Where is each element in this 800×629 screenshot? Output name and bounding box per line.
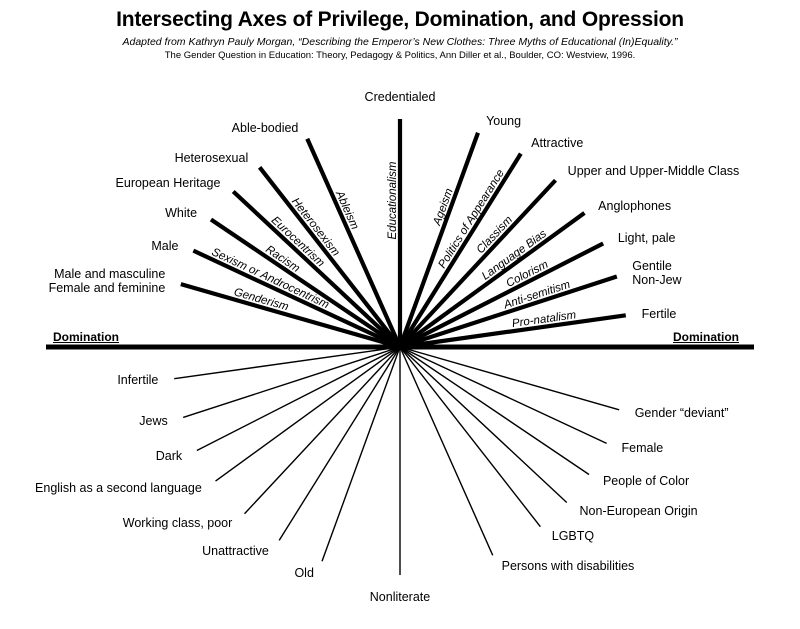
ray-oppressed-sexism-or-androcentrism [399,346,607,444]
ray-oppressed-colorism [196,346,401,452]
label-oppressed-colorism: Dark [156,449,182,463]
ray-oppressed-politics-of-appearance [278,346,401,541]
label-line: Attractive [531,136,584,151]
label-line: Young [486,114,522,129]
label-oppressed-ableism: Persons with disabilities [502,559,635,573]
ray-privileged-sexism-or-androcentrism [192,248,401,349]
label-privileged-sexism-or-androcentrism: Male [151,239,178,253]
label-oppressed-racism: People of Color [603,474,689,488]
label-privileged-racism: White [165,206,197,220]
label-privileged-colorism: Light, pale [618,231,676,245]
label-oppressed-pro-natalism: Infertile [117,373,158,387]
label-privileged-pro-natalism: Fertile [642,307,677,321]
label-privileged-politics-of-appearance: Attractive [531,136,583,150]
label-line: LGBTQ [551,529,595,544]
label-line: Jews [139,414,168,429]
label-oppressed-anti-semitism: Jews [139,414,167,428]
label-oppressed-classism: Working class, poor [123,516,233,530]
label-oppressed-ageism: Old [294,566,313,580]
label-privileged-ageism: Young [486,114,521,128]
label-line: Non-European Origin [579,503,698,518]
ray-privileged-language-bias [398,211,586,349]
label-oppressed-heterosexism: LGBTQ [552,529,594,543]
domination-label-left: Domination [53,330,119,344]
label-line: Non-Jew [632,272,682,287]
label-line: Old [294,565,314,580]
label-oppressed-language-bias: English as a second language [35,481,202,495]
label-privileged-ableism: Able-bodied [232,121,299,135]
label-line: Upper and Upper-Middle Class [567,164,740,179]
label-line: Infertile [117,373,159,388]
ray-privileged-heterosexism [257,166,402,349]
page-title: Intersecting Axes of Privilege, Dominati… [116,8,684,31]
label-oppressed-sexism-or-androcentrism: Female [622,441,664,455]
label-oppressed-eurocentrism: Non-European Origin [580,504,698,518]
label-line: Nonliterate [369,590,431,604]
label-line: Female [621,441,664,456]
ray-privileged-ableism [305,137,402,348]
label-oppressed-educationalism: Nonliterate [370,590,430,604]
ray-privileged-pro-natalism [399,313,627,350]
label-oppressed-politics-of-appearance: Unattractive [202,544,269,558]
ray-oppressed-anti-semitism [182,346,401,419]
ray-oppressed-ableism [399,346,494,556]
label-privileged-eurocentrism: European Heritage [116,176,221,190]
ray-privileged-eurocentrism [231,189,402,349]
label-line: Heterosexual [174,150,249,165]
ray-privileged-racism [209,217,402,349]
ray-oppressed-eurocentrism [399,346,568,504]
ray-oppressed-language-bias [215,346,401,482]
label-privileged-educationalism: Credentialed [365,90,436,104]
label-line: European Heritage [115,176,221,191]
subtitle-line-2: The Gender Question in Education: Theory… [164,50,636,61]
ray-privileged-classism [398,178,558,349]
axis-name-educationalism: Educationalism [387,161,399,239]
subtitle-line-1: Adapted from Kathryn Pauly Morgan, “Desc… [122,36,678,48]
ray-oppressed-racism [399,346,590,476]
label-privileged-language-bias: Anglophones [598,199,671,213]
label-line: Able-bodied [231,120,299,135]
ray-privileged-ageism [398,132,480,348]
domination-label-right: Domination [673,330,739,344]
label-oppressed-genderism: Gender “deviant” [635,406,729,420]
label-line: Working class, poor [122,515,233,530]
label-privileged-heterosexism: Heterosexual [175,151,249,165]
label-line: Credentialed [364,90,436,104]
ray-oppressed-genderism [399,346,620,411]
ray-privileged-anti-semitism [399,274,618,349]
ray-privileged-colorism [399,241,605,349]
label-line: Male [151,238,179,253]
ray-oppressed-heterosexism [399,346,541,528]
ray-oppressed-ageism [321,346,401,562]
label-line: People of Color [602,474,690,489]
label-line: Gentile [632,258,672,273]
ray-oppressed-classism [243,346,401,515]
ray-oppressed-pro-natalism [174,346,401,380]
label-line: Gender “deviant” [634,406,729,421]
ray-privileged-politics-of-appearance [398,152,523,349]
label-line: Anglophones [598,198,672,213]
label-line: Male and masculine [54,266,166,281]
label-line: Female and feminine [48,280,166,295]
label-line: Fertile [641,306,677,321]
ray-privileged-genderism [180,282,401,350]
label-privileged-classism: Upper and Upper-Middle Class [568,164,740,178]
label-line: English as a second language [35,481,202,496]
label-line: Dark [155,448,183,463]
label-line: Light, pale [617,231,676,246]
label-line: Persons with disabilities [501,559,635,574]
label-line: Unattractive [202,543,269,558]
label-line: White [165,205,198,220]
